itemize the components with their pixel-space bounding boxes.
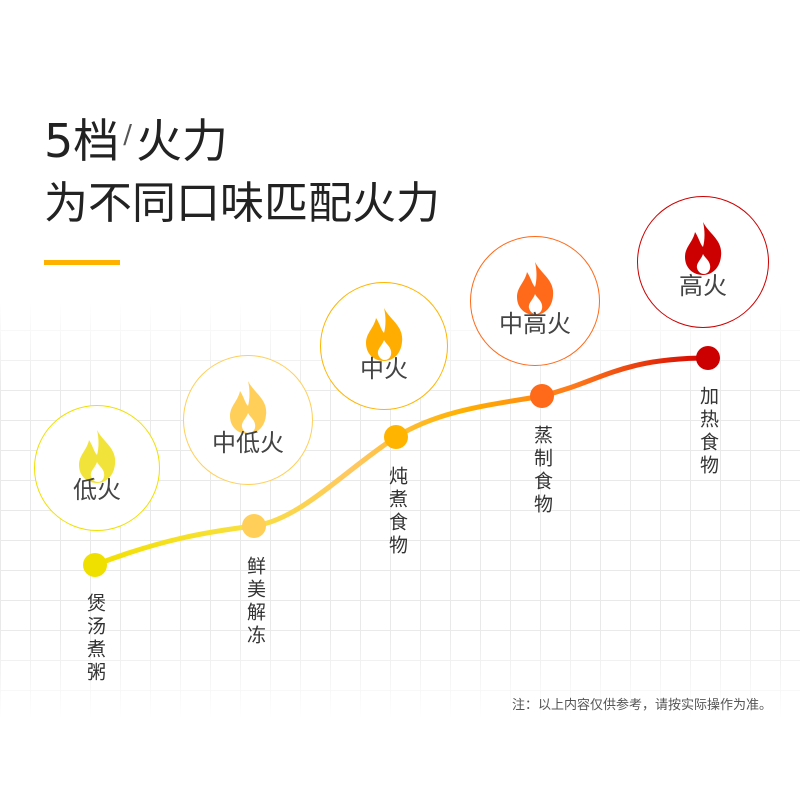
title-levels: 5档 bbox=[44, 114, 120, 168]
flame-icon bbox=[517, 262, 554, 316]
page-subtitle: 为不同口味匹配火力 bbox=[44, 178, 440, 229]
level-circle-medium-high: 中高火 bbox=[470, 236, 600, 366]
food-label: 炖煮食物 bbox=[386, 466, 408, 558]
curve-dot-low bbox=[83, 553, 107, 577]
title-underline bbox=[44, 260, 120, 265]
food-label: 煲汤煮粥 bbox=[84, 593, 106, 685]
flame-icon bbox=[79, 430, 116, 484]
food-label: 蒸制食物 bbox=[531, 425, 553, 517]
curve-dot-medium-low bbox=[242, 514, 266, 538]
curve-dot-medium-high bbox=[530, 384, 554, 408]
title-firepower: 火力 bbox=[136, 114, 229, 168]
curve-dot-high bbox=[696, 346, 720, 370]
level-circle-low: 低火 bbox=[34, 405, 160, 531]
flame-icon bbox=[230, 381, 267, 435]
curve-dot-medium bbox=[384, 425, 408, 449]
flame-icon bbox=[366, 307, 403, 361]
level-label: 中火 bbox=[360, 354, 408, 383]
title-slash: / bbox=[123, 120, 133, 150]
level-label: 中高火 bbox=[499, 310, 571, 339]
level-label: 高火 bbox=[679, 272, 727, 300]
level-label: 低火 bbox=[73, 476, 121, 505]
level-circle-high: 高火 bbox=[637, 196, 769, 328]
page-title: 5档/火力 bbox=[44, 118, 228, 164]
food-label: 加热食物 bbox=[697, 386, 719, 478]
level-circle-medium-low: 中低火 bbox=[183, 355, 313, 485]
level-circle-medium: 中火 bbox=[320, 282, 448, 410]
flame-icon bbox=[685, 222, 722, 276]
disclaimer-note: 注：以上内容仅供参考，请按实际操作为准。 bbox=[511, 698, 772, 713]
level-label: 中低火 bbox=[212, 429, 284, 458]
food-label: 鲜美解冻 bbox=[244, 556, 266, 648]
